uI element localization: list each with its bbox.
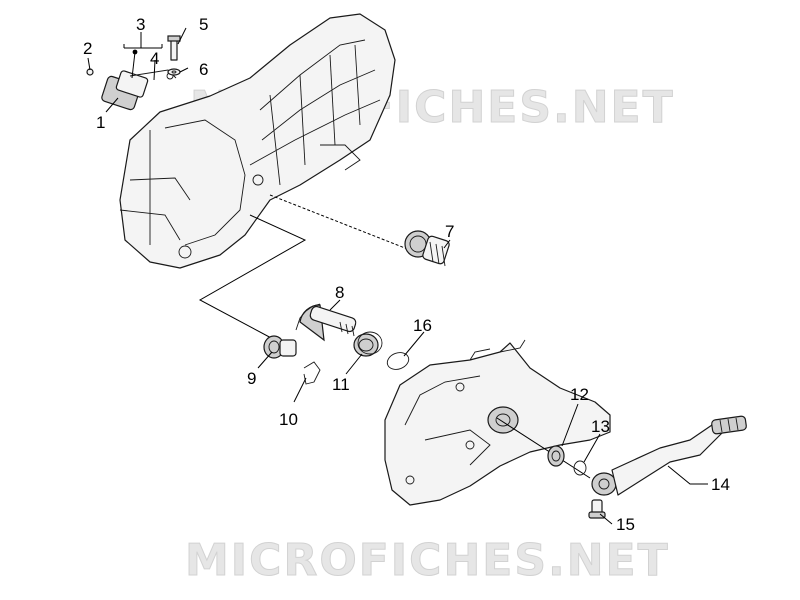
callout-6: 6 [199,60,208,79]
o-ring-16 [386,352,410,370]
kick-starter-lever-14 [591,415,747,496]
assembly-line-7 [269,194,411,251]
callout-16: 16 [413,316,432,335]
assembly-line-14 [496,417,591,479]
callout-4: 4 [150,49,159,68]
starter-motor [86,68,177,111]
callout-15: 15 [616,515,635,534]
callout-7: 7 [445,222,454,241]
callout-9: 9 [247,369,256,388]
callout-12: 12 [570,385,589,404]
callout-1: 1 [96,113,105,132]
circlip-13 [573,460,587,476]
callout-10: 10 [279,410,298,429]
callout-3: 3 [136,15,145,34]
callout-13: 13 [591,417,610,436]
clip-10 [303,361,321,385]
crankcase-left [119,13,396,269]
callout-5: 5 [199,15,208,34]
kick-shaft-8 [295,303,357,342]
kick-gear-7 [404,230,450,267]
leader-lines [87,27,708,525]
kick-spring-11 [353,331,383,357]
transmission-cover [384,339,611,506]
callout-14: 14 [711,475,730,494]
screw-and-washer [167,35,181,76]
watermark-bottom: MICROFICHES.NET [185,535,670,586]
drive-gear-9 [263,335,297,359]
callout-2: 2 [83,39,92,58]
oil-seal-12 [547,445,565,467]
bolt-15 [588,499,606,519]
callout-11: 11 [332,375,350,394]
assembly-line-9 [198,214,307,341]
callout-8: 8 [335,283,344,302]
